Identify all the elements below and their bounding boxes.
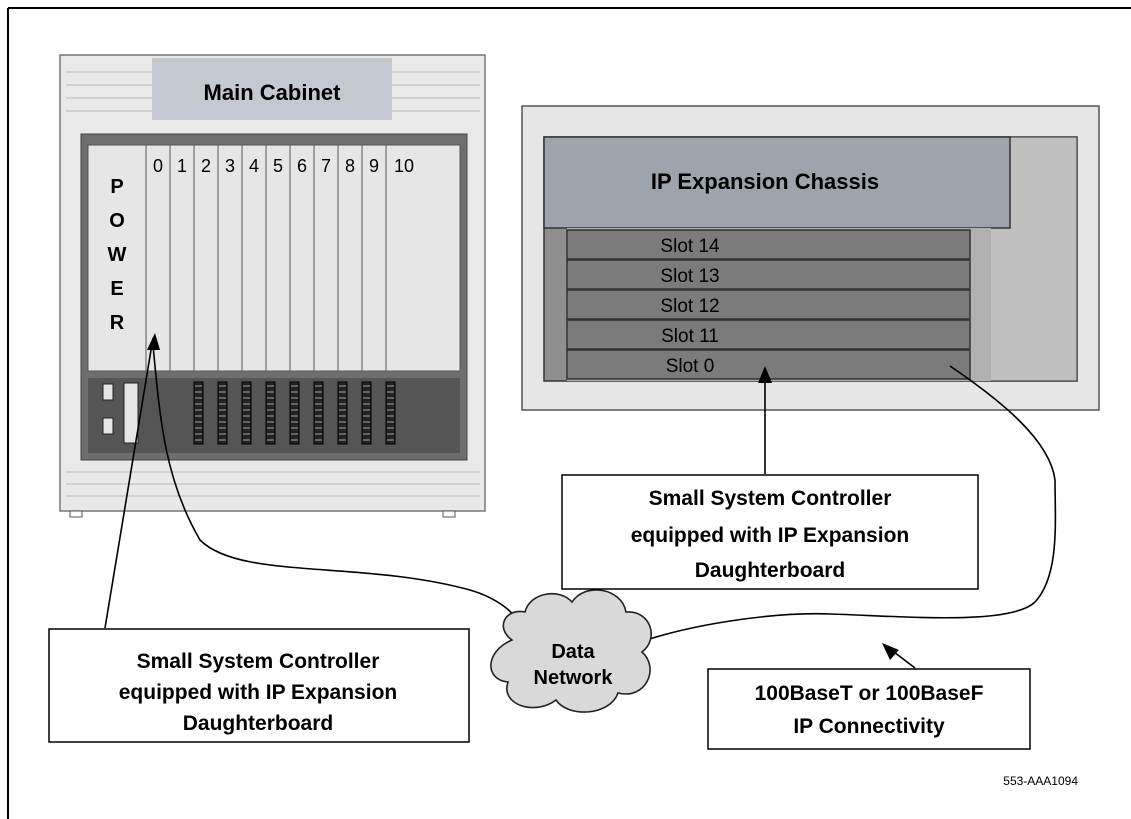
slot-connector	[193, 381, 204, 445]
slot-connector	[361, 381, 372, 445]
right-callout-box	[561, 474, 979, 590]
slot-connector	[313, 381, 324, 445]
cabinet-slot-card	[313, 144, 339, 372]
port-connector-2	[102, 417, 114, 435]
chassis-slot-label: Slot 13	[660, 266, 719, 287]
chassis-slot-row	[566, 259, 971, 290]
cabinet-slot-card	[337, 144, 363, 372]
chassis-slot-row	[566, 289, 971, 320]
connectivity-line-2: IP Connectivity	[793, 715, 945, 738]
cabinet-slot-number: 4	[249, 156, 259, 176]
connection-lines	[104, 337, 1057, 669]
cabinet-slot-number: 2	[201, 156, 211, 176]
cabinet-slot-card	[145, 144, 171, 372]
chassis-slot-row	[566, 319, 971, 350]
left-callout-line-3: Daughterboard	[183, 712, 334, 735]
chassis-side-panel	[989, 136, 1078, 382]
left-callout-line-2: equipped with IP Expansion	[119, 681, 397, 704]
power-letter: P	[110, 176, 123, 198]
cabinet-slot-card	[361, 144, 387, 372]
cloud-shape	[490, 589, 652, 713]
figure-id: 553-AAA1094	[1003, 774, 1078, 788]
network-label-line-1: Data	[551, 641, 595, 663]
chassis-slot-row	[566, 349, 971, 380]
main-cabinet-title: Main Cabinet	[204, 80, 342, 105]
left-arrowhead	[147, 333, 160, 350]
cabinet-bottom-vents	[66, 471, 480, 497]
cabinet-slot-card	[265, 144, 291, 372]
cabinet-slot-number: 10	[394, 156, 414, 176]
cabinet-slot-number: 5	[273, 156, 283, 176]
cabinet-slot-card	[193, 144, 219, 372]
chassis-slot-label: Slot 14	[660, 236, 720, 257]
cabinet-slot-card	[385, 144, 461, 372]
power-supply-unit	[87, 144, 147, 372]
network-label-line-2: Network	[534, 667, 614, 689]
chassis-slot-row	[566, 229, 971, 260]
connectivity-line-1: 100BaseT or 100BaseF	[755, 682, 984, 705]
slot-connector	[337, 381, 348, 445]
port-connector-strip	[123, 382, 139, 444]
chassis-slot-label: Slot 0	[666, 356, 715, 377]
left-controller-callout: Small System Controller equipped with IP…	[48, 628, 470, 743]
slot-connector	[241, 381, 252, 445]
cabinet-slot-number: 9	[369, 156, 379, 176]
left-callout-leader	[104, 337, 154, 629]
cabinet-foot-left	[69, 510, 83, 518]
connectivity-arrowhead	[882, 643, 899, 660]
chassis-slot-label: Slot 12	[660, 296, 719, 317]
right-arrowhead	[758, 366, 772, 383]
chassis-slot-label: Slot 11	[661, 326, 719, 347]
slot-connector	[289, 381, 300, 445]
power-letter: W	[108, 244, 127, 266]
cabinet-slot-card	[241, 144, 267, 372]
left-callout-box	[48, 628, 470, 743]
cabinet-slot-number: 0	[153, 156, 163, 176]
main-cabinet-title-box	[152, 58, 392, 120]
cabinet-slot-card	[217, 144, 243, 372]
slot-connector	[265, 381, 276, 445]
connectivity-callout: 100BaseT or 100BaseF IP Connectivity	[707, 668, 1031, 750]
right-callout-line-1: Small System Controller	[649, 487, 892, 510]
chassis-title: IP Expansion Chassis	[651, 169, 879, 194]
data-network-cloud: Data Network	[490, 589, 652, 713]
cabinet-slot-number: 1	[177, 156, 187, 176]
power-letter: R	[110, 312, 125, 334]
port-connector-1	[102, 383, 114, 401]
slot-connector	[385, 381, 396, 445]
chassis-slot-list: Slot 14 Slot 13 Slot 12 Slot 11 Slot 0	[566, 229, 971, 380]
left-callout-line-1: Small System Controller	[137, 650, 380, 673]
right-controller-callout: Small System Controller equipped with IP…	[561, 474, 979, 590]
cabinet-to-network-cable	[152, 344, 541, 641]
cabinet-slot-card	[169, 144, 195, 372]
cabinet-foot-right	[442, 510, 456, 518]
cabinet-slot-card	[289, 144, 315, 372]
cabinet-slot-number: 7	[321, 156, 331, 176]
arrowheads	[147, 333, 899, 660]
cabinet-slot-number: 3	[225, 156, 235, 176]
connectivity-callout-box	[707, 668, 1031, 750]
cabinet-slot-number: 8	[345, 156, 355, 176]
right-callout-line-3: Daughterboard	[695, 559, 846, 582]
power-letter: O	[109, 210, 125, 232]
slot-connectors	[193, 381, 396, 445]
slot-connector	[217, 381, 228, 445]
cabinet-slot-number: 6	[297, 156, 307, 176]
network-to-chassis-cable	[639, 365, 1057, 643]
power-letter: E	[110, 278, 123, 300]
right-callout-line-2: equipped with IP Expansion	[631, 524, 909, 547]
